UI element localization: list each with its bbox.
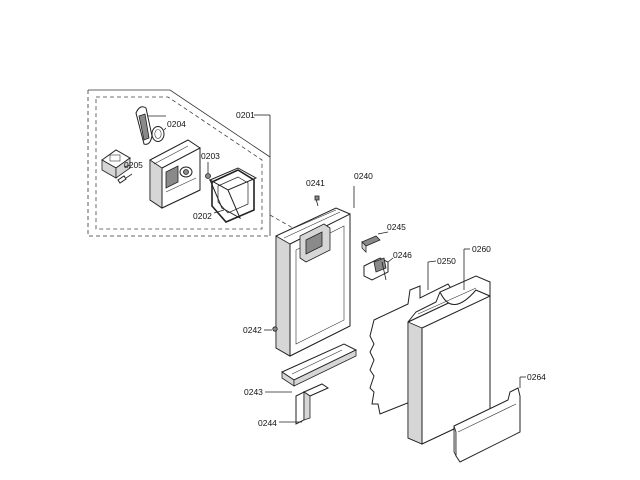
inset-labels: 0204 0205 0203 0202 [123,119,225,221]
part-0240 [275,195,351,357]
label-0242: 0242 [243,325,262,335]
part-0244: 0244 [258,383,330,428]
part-dispenser-body [149,139,201,209]
part-0243: 0243 [244,343,358,397]
label-0264: 0264 [527,372,546,382]
label-0204: 0204 [167,119,186,129]
part-0203 [205,162,211,179]
label-0243: 0243 [244,387,263,397]
part-0202 [208,167,258,223]
callout-0240: 0240 [353,171,373,208]
label-0240: 0240 [354,171,373,181]
label-0246: 0246 [393,250,412,260]
label-0245: 0245 [387,222,406,232]
label-0244: 0244 [258,418,277,428]
part-0246: 0246 [363,250,412,281]
part-0204 [135,106,167,145]
label-0241: 0241 [306,178,325,188]
part-0260: 0260 [407,244,491,445]
part-0205 [101,149,133,184]
part-0242: 0242 [243,325,278,335]
part-0264: 0264 [453,372,546,463]
label-0250: 0250 [437,256,456,266]
callout-0241: 0241 [306,178,325,188]
part-0245: 0245 [361,222,406,253]
callout-0201: 0201 [236,110,271,157]
label-0260: 0260 [472,244,491,254]
label-0201: 0201 [236,110,255,120]
label-0202: 0202 [193,211,212,221]
label-0203: 0203 [201,151,220,161]
label-0205: 0205 [124,160,143,170]
